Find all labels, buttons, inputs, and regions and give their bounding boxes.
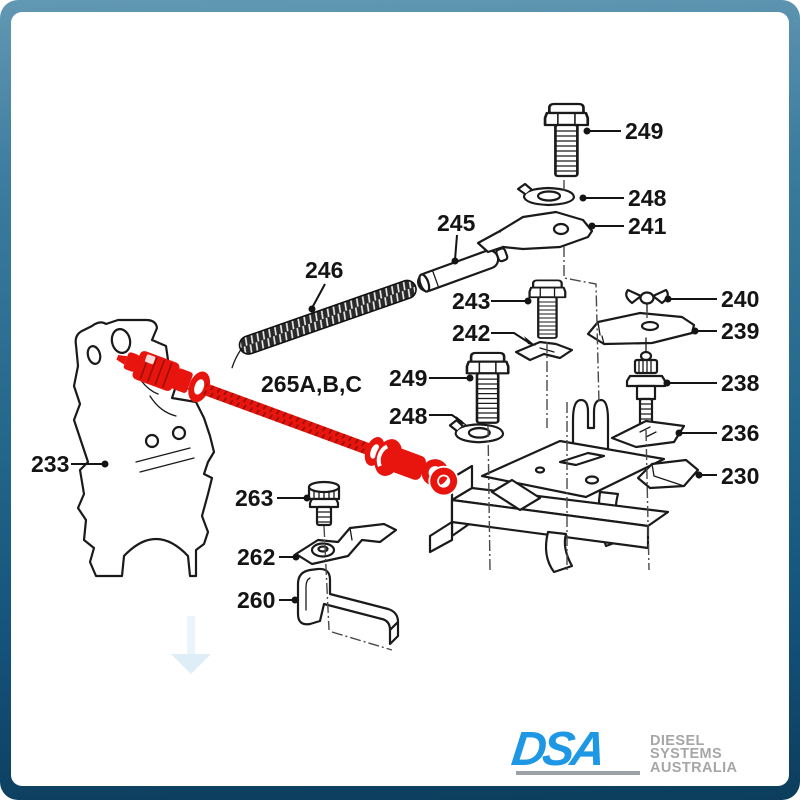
logo-word-diesel: DIESEL xyxy=(650,733,705,749)
part-label-249-mid: 249 xyxy=(389,365,427,391)
mount-bracket-233-drawing xyxy=(72,318,216,578)
watermark-arrow xyxy=(171,616,211,674)
part-label-249-top: 249 xyxy=(625,118,663,144)
part-label-241: 241 xyxy=(628,213,667,239)
part-label-263: 263 xyxy=(235,485,273,511)
plate-262-drawing xyxy=(294,522,398,566)
bracket-260-drawing xyxy=(296,567,400,646)
plate-239-drawing xyxy=(586,311,696,346)
bolt-243-drawing xyxy=(528,279,567,340)
part-label-265abc: 265A,B,C xyxy=(261,371,362,397)
part-label-245: 245 xyxy=(437,210,476,236)
valve-238-drawing xyxy=(625,337,667,437)
spring-246-drawing xyxy=(231,279,417,369)
dsa-logo-text: DSA xyxy=(508,723,605,776)
part-label-248-mid: 248 xyxy=(389,403,428,429)
part-label-239: 239 xyxy=(721,318,759,344)
dsa-logo-mark: DSA xyxy=(508,723,640,776)
fork-plate-236-drawing xyxy=(610,419,686,449)
wing-nut-240-drawing xyxy=(625,288,669,312)
dsa-logo-words: DIESEL SYSTEMS AUSTRALIA xyxy=(650,733,738,776)
logo-word-systems: SYSTEMS xyxy=(650,746,723,763)
part-label-246: 246 xyxy=(305,257,343,283)
centerlines xyxy=(323,180,650,651)
bolt-249-mid-drawing xyxy=(465,351,510,425)
leader-lines xyxy=(71,127,717,604)
dsa-logo-underline xyxy=(516,771,640,775)
part-label-248-top: 248 xyxy=(628,185,667,211)
washer-248-top-drawing xyxy=(516,182,576,207)
base-bracket-230-drawing xyxy=(428,398,700,574)
dsa-logo: DSA DIESEL SYSTEMS AUSTRALIA xyxy=(508,723,738,776)
part-label-238: 238 xyxy=(721,370,760,396)
bolt-249-top-drawing xyxy=(543,102,590,178)
pin-245-drawing xyxy=(417,247,509,293)
part-label-233: 233 xyxy=(31,451,69,477)
clip-242-drawing xyxy=(514,340,574,362)
rod-265-highlight-drawing xyxy=(116,351,459,497)
part-label-260: 260 xyxy=(237,587,275,613)
screw-263-drawing xyxy=(307,480,341,527)
part-label-240: 240 xyxy=(721,286,759,312)
logo-word-australia: AUSTRALIA xyxy=(650,759,738,776)
bracket-241-drawing xyxy=(476,210,594,254)
part-label-243: 243 xyxy=(452,288,490,314)
part-label-236: 236 xyxy=(721,420,759,446)
part-label-242: 242 xyxy=(452,320,490,346)
part-label-262: 262 xyxy=(237,544,275,570)
part-label-230: 230 xyxy=(721,463,759,489)
